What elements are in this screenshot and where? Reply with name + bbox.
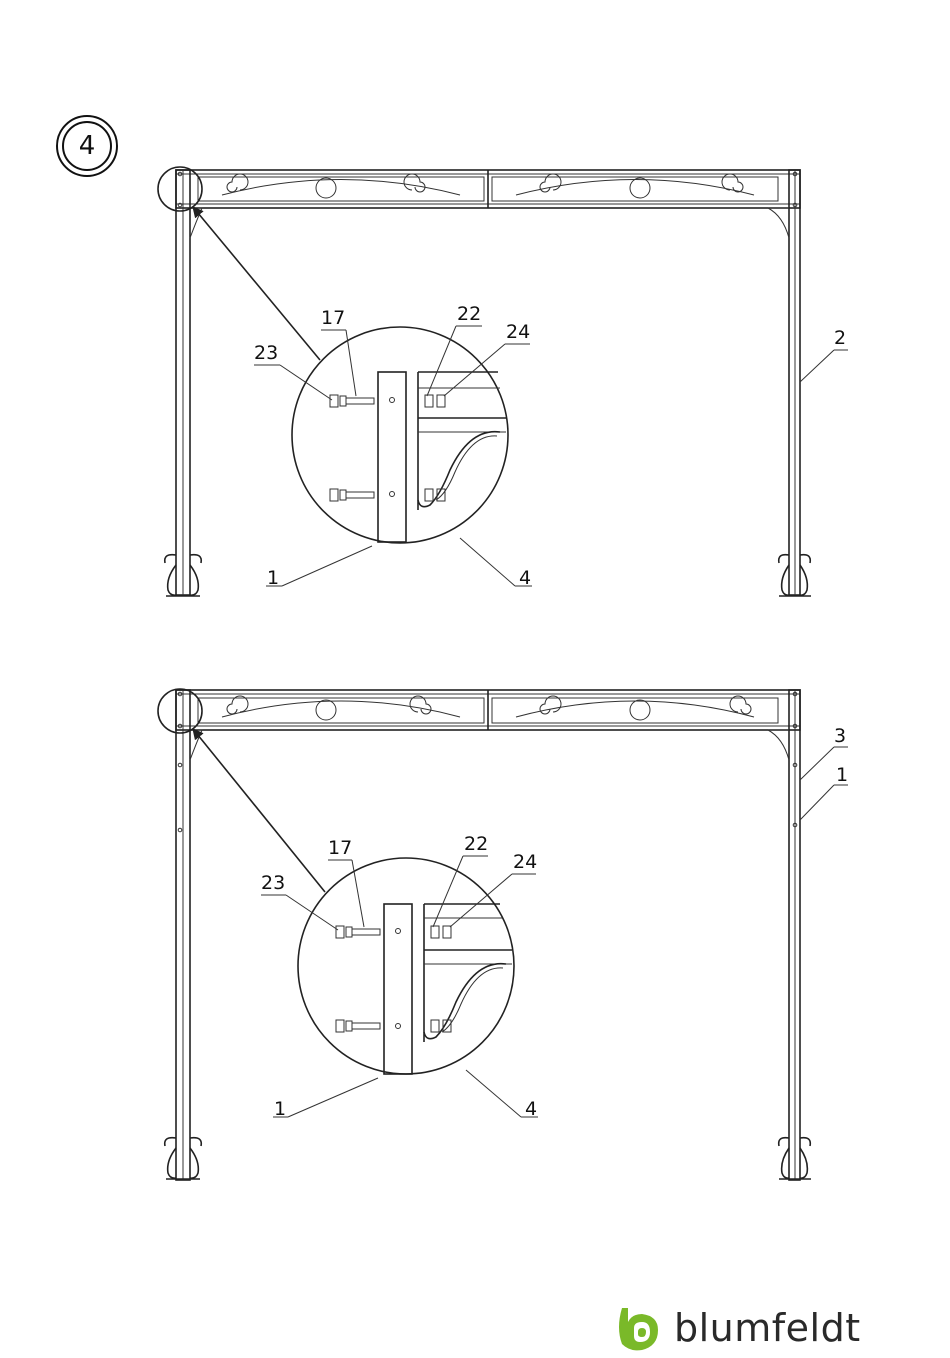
- detail-post-section: [384, 904, 412, 1074]
- detail-magnified-view: [292, 327, 508, 543]
- left-post: [165, 170, 202, 596]
- part-label-1: 1: [267, 567, 279, 589]
- arch-frame: [165, 690, 811, 1180]
- part-label-23: 23: [254, 342, 278, 364]
- part-label-24: 24: [513, 851, 537, 873]
- arch-frame: [165, 170, 811, 596]
- leader-lines: [261, 747, 848, 1117]
- ornament-panel-right: [492, 177, 778, 201]
- part-label-2: 2: [834, 327, 846, 349]
- part-label-17: 17: [328, 837, 352, 859]
- bolt-17-upper: [336, 926, 380, 938]
- bolt-17-lower: [336, 1020, 380, 1032]
- ornament-panel-left: [198, 177, 484, 201]
- scroll-ornament-right: [516, 696, 754, 720]
- part-label-22: 22: [464, 833, 488, 855]
- frame-assembly-diagram-bottom: 17 22 24 23 3 1 1 4: [0, 680, 950, 1200]
- part-label-22: 22: [457, 303, 481, 325]
- right-post: [768, 170, 811, 596]
- detail-magnified-view: [298, 858, 514, 1074]
- part-label-23: 23: [261, 872, 285, 894]
- leader-lines: [254, 326, 848, 586]
- detail-pointer-arrow: [193, 207, 320, 360]
- part-label-1-side: 1: [836, 764, 848, 786]
- part-label-17: 17: [321, 307, 345, 329]
- frame-assembly-diagram-top: 17 22 24 23 2 1 4: [0, 160, 950, 610]
- blumfeldt-leaf-icon: [612, 1302, 664, 1354]
- part-label-1: 1: [274, 1098, 286, 1120]
- left-post: [165, 690, 202, 1180]
- part-label-24: 24: [506, 321, 530, 343]
- detail-pointer-arrow: [193, 729, 325, 892]
- scroll-ornament-left: [222, 696, 460, 720]
- part-label-3: 3: [834, 725, 846, 747]
- right-post: [768, 690, 811, 1180]
- bolt-17-lower: [330, 489, 374, 501]
- ornament-panel-left: [198, 698, 484, 723]
- brand-wordmark: blumfeldt: [674, 1306, 861, 1350]
- part-labels: 17 22 24 23 2 1 4: [254, 303, 846, 589]
- part-labels: 17 22 24 23 3 1 1 4: [261, 725, 848, 1120]
- part-label-4: 4: [525, 1098, 537, 1120]
- brand-logo: blumfeldt: [612, 1298, 861, 1358]
- scroll-ornament-left: [222, 174, 460, 198]
- bolt-17-upper: [330, 395, 374, 407]
- part-label-4: 4: [519, 567, 531, 589]
- scroll-ornament-right: [516, 174, 754, 198]
